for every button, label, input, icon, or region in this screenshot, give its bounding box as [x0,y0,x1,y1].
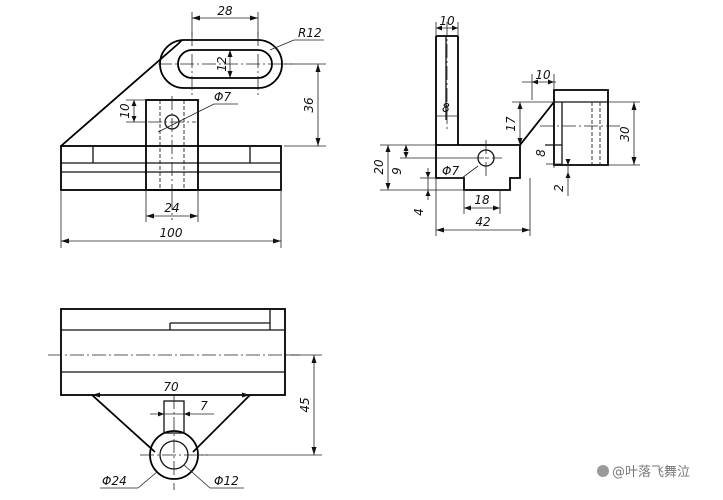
dim-arrow [92,392,100,398]
dim-arrow [532,79,538,85]
watermark: @叶落飞舞泣 [597,465,690,480]
top-bracket-edge [91,394,156,453]
dim-arrow [192,15,200,21]
dim-arrow [315,64,321,72]
dim-leader [183,464,211,489]
top-bracket-edge [192,394,251,453]
dim-depth-45: 45 [298,397,312,412]
dim-arrow [548,79,554,85]
front-rib-edge [60,43,179,147]
dim-top-width: 10 [439,14,455,28]
dim-arrow [565,159,571,165]
dim-overall-width: 100 [160,226,183,240]
top-view: 70 7 45 Φ24 Φ12 [48,308,322,490]
dim-arrow [464,205,471,211]
dim-height-17: 17 [504,116,518,132]
dim-slot-width: 28 [217,4,233,18]
dim-arrow [565,172,571,178]
dim-arrow [242,392,250,398]
dim-side-hole-dia: Φ7 [442,164,459,178]
dim-leader [157,103,215,133]
dim-arrow [631,157,637,165]
dim-leader [269,39,295,51]
dim-inner-dia: Φ12 [214,474,239,488]
dim-arrow [273,238,281,244]
dim-arrow [227,50,233,57]
dim-arrow [311,447,317,455]
front-view: 28 R12 12 36 10 Φ7 24 [60,4,326,248]
dim-arrow [190,213,198,219]
dim-arrow [403,145,409,151]
dim-arrow [315,138,321,146]
dim-arrow [131,100,137,106]
paw-icon [597,465,609,477]
dim-arrow [385,183,391,190]
dim-arrow [517,138,523,145]
dim-arrow [311,355,317,363]
dim-offset-2: 2 [552,184,566,192]
dim-arrow [250,15,258,21]
dim-base-4: 4 [412,208,426,216]
dim-leader [137,471,158,489]
dim-width-42: 42 [475,215,490,229]
dim-height-10: 10 [118,103,132,119]
dim-arrow [631,102,637,110]
dim-arrow [436,25,442,31]
dim-width-70: 70 [163,380,179,394]
dim-right-8: 8 [534,149,548,157]
dim-slot-radius: R12 [298,26,322,40]
dim-base-9: 9 [390,167,404,175]
dim-slot-7: 7 [200,399,208,413]
dim-arrow [425,172,431,178]
dim-arrow [146,213,154,219]
dim-arrow [184,411,190,417]
dim-right-10: 10 [535,68,551,82]
dim-arrow [158,411,164,417]
dim-arrow [493,205,500,211]
front-base-plate [60,145,282,191]
dim-outer-dia: Φ24 [102,474,127,488]
dim-width-18: 18 [474,193,490,207]
dim-base-20: 20 [372,159,386,175]
dim-height-30: 30 [618,126,632,142]
dim-arrow [436,227,444,233]
dim-web: 8 [442,101,450,115]
dim-arrow [403,152,409,158]
dim-arrow [385,145,391,152]
dim-arrow [452,25,458,31]
dim-arrow [522,227,530,233]
dim-arrow [227,71,233,78]
dim-arrow [61,238,69,244]
dim-hole-dia: Φ7 [214,90,231,104]
dim-arrow [131,116,137,122]
side-rib-edge [519,101,555,146]
watermark-text: @叶落飞舞泣 [612,465,690,480]
side-view: 10 8 20 9 Φ7 18 4 [372,14,640,236]
dim-leader [461,165,479,179]
dim-height-36: 36 [302,97,316,113]
dim-slot-height: 12 [215,56,229,71]
dim-block-width: 24 [164,201,179,215]
dim-arrow [425,190,431,196]
dim-arrow [517,102,523,109]
